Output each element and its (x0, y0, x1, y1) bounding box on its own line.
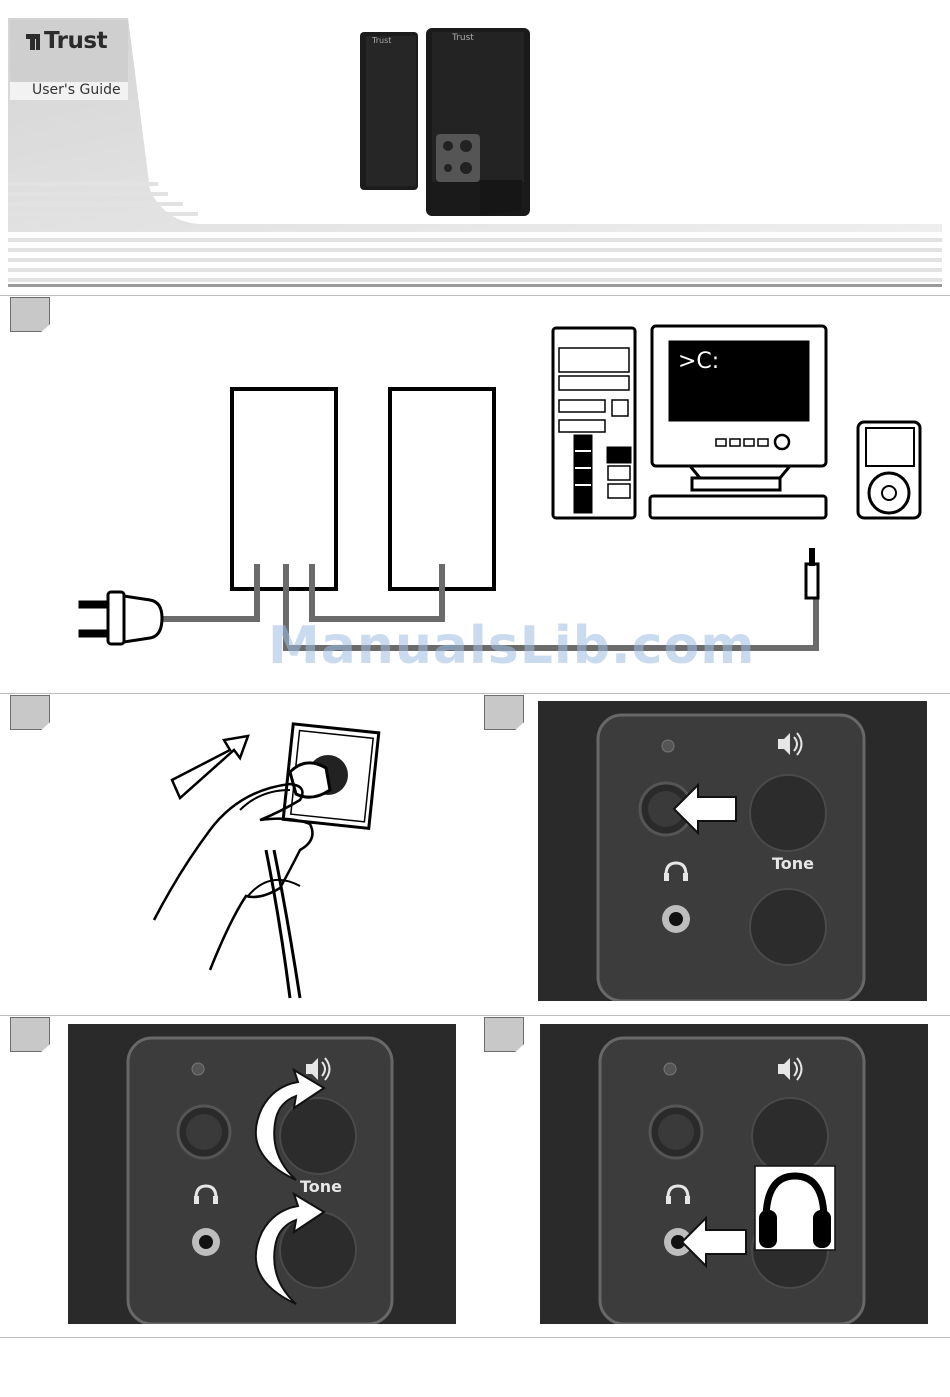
svg-text:Trust: Trust (371, 36, 391, 45)
step-tab-2 (10, 695, 50, 730)
control-panel-photo-adjust: Tone (68, 1024, 456, 1324)
tone-label: Tone (772, 854, 814, 873)
brand-logo: Trust (44, 28, 107, 54)
speakers-photo: Trust Trust (360, 28, 530, 216)
divider (0, 1015, 950, 1016)
plug-in-illustration (140, 720, 390, 1005)
header-graphic: Trust Trust (0, 0, 950, 292)
left-speaker-outline (232, 389, 336, 589)
divider (0, 1337, 950, 1338)
svg-text:Trust: Trust (451, 33, 474, 43)
step-tab-3 (484, 695, 524, 730)
mp3-player-icon (858, 422, 920, 518)
screen-prompt: >C: (678, 349, 719, 374)
tone-label: Tone (300, 1177, 342, 1196)
watermark: ManualsLib.com (268, 616, 755, 676)
step-tab-5 (484, 1017, 524, 1052)
step-tab-4 (10, 1017, 50, 1052)
arrow-icon (172, 736, 248, 798)
control-panel-photo-power: Tone (538, 701, 927, 1001)
page-subtitle: User's Guide (32, 82, 121, 98)
right-speaker-outline (390, 389, 494, 589)
pc-tower-icon (553, 328, 635, 518)
divider (0, 693, 950, 694)
power-plug (80, 592, 162, 644)
control-panel-photo-headphones (540, 1024, 928, 1324)
audio-jack (806, 548, 818, 598)
monitor-icon (650, 326, 826, 518)
header: Trust Trust Trust User's Guide (0, 0, 950, 292)
